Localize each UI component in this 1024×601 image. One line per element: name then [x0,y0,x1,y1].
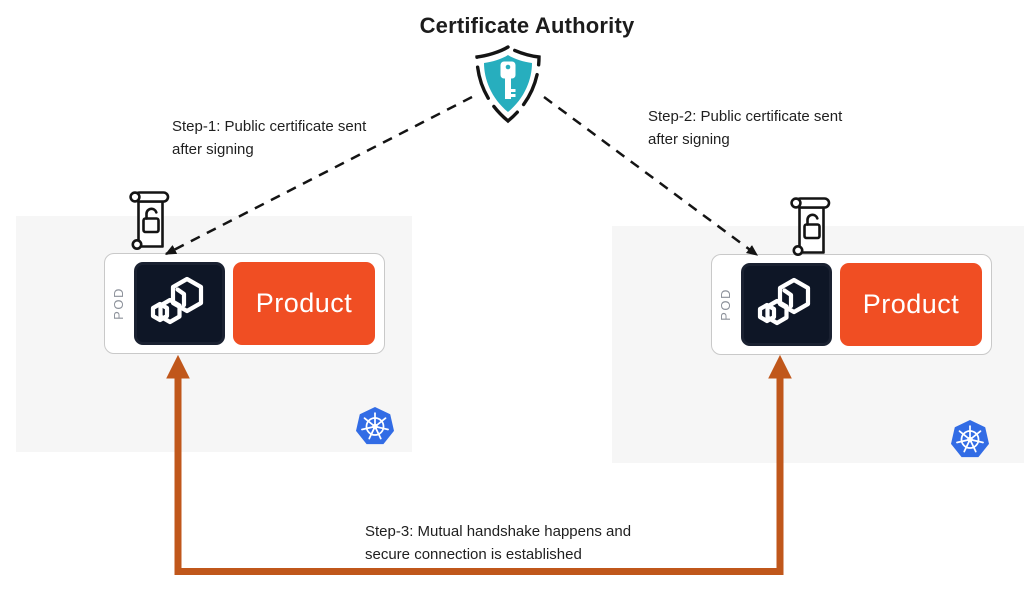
container-hexagons-icon [148,276,212,331]
right-sidecar-container [741,263,832,346]
step1-label: Step-1: Public certificate sent after si… [172,118,367,158]
right-kubernetes-icon [950,420,990,463]
step3-label: Step-3: Mutual handshake happens and sec… [365,523,632,563]
page-title: Certificate Authority [419,13,635,38]
right-product-container: Product [840,263,982,346]
step2-label: Step-2: Public certificate sent after si… [648,108,843,148]
container-hexagons-icon [755,277,819,332]
left-pod: POD Product [104,253,385,354]
left-product-container: Product [233,262,375,345]
left-certificate-scroll-lock-icon [124,189,174,256]
left-sidecar-container [134,262,225,345]
left-pod-label: POD [110,287,126,320]
right-pod: POD Product [711,254,992,355]
right-pod-label: POD [717,288,733,321]
certificate-authority-shield-icon [470,42,546,131]
left-kubernetes-icon [355,407,395,450]
right-certificate-scroll-lock-icon [785,195,835,262]
